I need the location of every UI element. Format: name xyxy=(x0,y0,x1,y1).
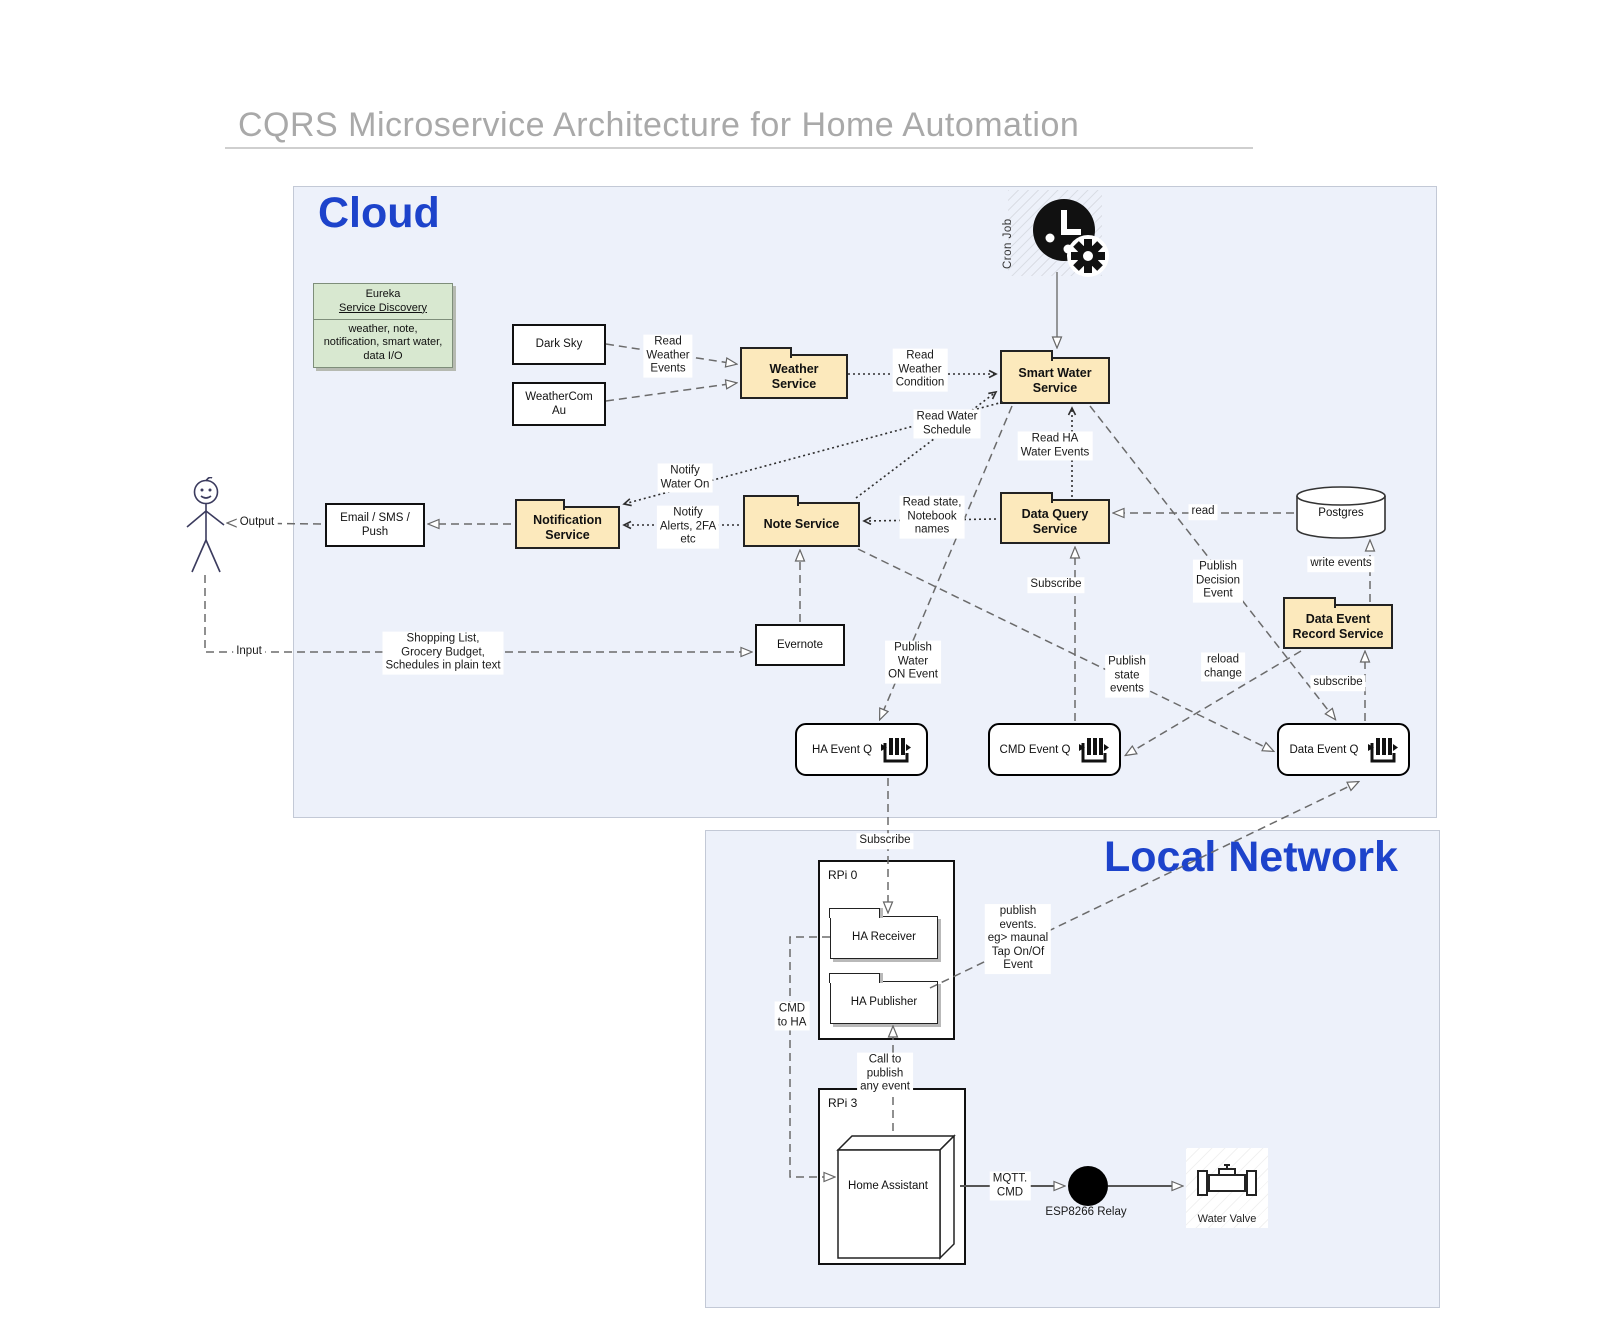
edge-label-publish-water-on: Publish Water ON Event xyxy=(885,640,941,684)
data-event-queue-label: Data Event Q xyxy=(1289,743,1359,756)
local-network-region-title: Local Network xyxy=(1104,833,1398,881)
edge-label-publish-decision: Publish Decision Event xyxy=(1192,559,1244,603)
smart-water-service-package: Smart Water Service xyxy=(1000,350,1110,404)
edge-label-notify-alerts: Notify Alerts, 2FA etc xyxy=(656,505,720,549)
queue-icon xyxy=(1079,737,1110,762)
cmd-event-queue: CMD Event Q xyxy=(988,723,1121,776)
edge-label-output: Output xyxy=(236,515,278,531)
esp8266-relay-label: ESP8266 Relay xyxy=(1045,1206,1127,1219)
edge-label-read-weather-condition: Read Weather Condition xyxy=(892,348,948,392)
water-valve-icon xyxy=(1197,1164,1257,1196)
edge-label-subscribe-record: subscribe xyxy=(1310,675,1366,691)
edge-label-mqtt-cmd: MQTT. CMD xyxy=(989,1171,1031,1201)
edge-label-reload-change: reload change xyxy=(1201,652,1245,682)
data-event-queue: Data Event Q xyxy=(1277,723,1410,776)
edge-label-subscribe-query: Subscribe xyxy=(1027,577,1085,593)
cmd-event-queue-label: CMD Event Q xyxy=(999,743,1071,756)
data-event-record-service-package: Data Event Record Service xyxy=(1283,597,1393,649)
cron-job-label: Cron Job xyxy=(1002,218,1014,269)
queue-icon xyxy=(881,737,912,762)
eureka-body: weather, note, notification, smart water… xyxy=(323,322,443,363)
edge-label-read-state: Read state, Notebook names xyxy=(899,495,965,539)
edge-label-write-events: write events xyxy=(1307,556,1375,572)
postgres-database: Postgres xyxy=(1296,486,1386,540)
cron-job-icon xyxy=(1014,194,1114,284)
rpi0-label: RPi 0 xyxy=(828,868,858,882)
weathercom-au-node: WeatherCom Au xyxy=(512,382,606,426)
edge-label-read-ha-water-events: Read HA Water Events xyxy=(1017,431,1093,461)
ha-event-queue: HA Event Q xyxy=(795,723,928,776)
edge-label-input: Input xyxy=(233,644,265,660)
edge-label-publish-events: publish events. eg> maunal Tap On/Of Eve… xyxy=(984,904,1052,974)
ha-receiver-package: HA Receiver xyxy=(829,908,938,959)
cloud-region-title: Cloud xyxy=(318,189,440,237)
edge-label-shopping: Shopping List, Grocery Budget, Schedules… xyxy=(382,631,504,675)
postgres-label: Postgres xyxy=(1318,507,1364,519)
stick-figure-icon xyxy=(186,476,225,573)
edge-label-cmd-to-ha: CMD to HA xyxy=(774,1001,810,1031)
title-underline xyxy=(225,147,1253,149)
note-service-package: Note Service xyxy=(743,495,860,547)
notification-service-package: Notification Service xyxy=(515,499,620,549)
local-network-region xyxy=(705,830,1440,1308)
evernote-node: Evernote xyxy=(755,624,845,666)
water-valve-node: Water Valve xyxy=(1186,1148,1268,1228)
edge-label-publish-state: Publish state events xyxy=(1105,654,1149,698)
edge-label-notify-water-on: Notify Water On xyxy=(657,463,713,493)
clock-gear-icon xyxy=(1033,199,1109,277)
eureka-subtitle: Service Discovery xyxy=(338,301,428,314)
dark-sky-node: Dark Sky xyxy=(512,324,606,365)
email-sms-push-node: Email / SMS / Push xyxy=(325,503,425,547)
edge-label-read-water-schedule: Read Water Schedule xyxy=(913,409,981,439)
edge-label-subscribe-ha: Subscribe xyxy=(856,833,914,849)
queue-icon xyxy=(1367,737,1398,762)
esp8266-relay-icon xyxy=(1068,1166,1108,1206)
eureka-title: Eureka xyxy=(365,288,401,300)
rpi3-label: RPi 3 xyxy=(828,1096,858,1110)
water-valve-label: Water Valve xyxy=(1186,1213,1268,1225)
weather-service-package: Weather Service xyxy=(740,347,848,399)
edge-label-call-to-publish: Call to publish any event xyxy=(857,1052,913,1096)
eureka-service-discovery-note: Eureka Service Discovery weather, note, … xyxy=(313,283,453,368)
ha-event-queue-label: HA Event Q xyxy=(811,743,873,756)
edge-label-read-weather-events: Read Weather Events xyxy=(643,334,693,378)
home-assistant-label: Home Assistant xyxy=(848,1180,928,1192)
page-title: CQRS Microservice Architecture for Home … xyxy=(238,106,1080,144)
ha-publisher-package: HA Publisher xyxy=(829,973,938,1024)
home-assistant-node xyxy=(836,1134,960,1260)
edge-label-read: read xyxy=(1188,504,1218,520)
cube-icon xyxy=(836,1134,956,1260)
data-query-service-package: Data Query Service xyxy=(1000,492,1110,544)
user-actor xyxy=(183,476,229,575)
